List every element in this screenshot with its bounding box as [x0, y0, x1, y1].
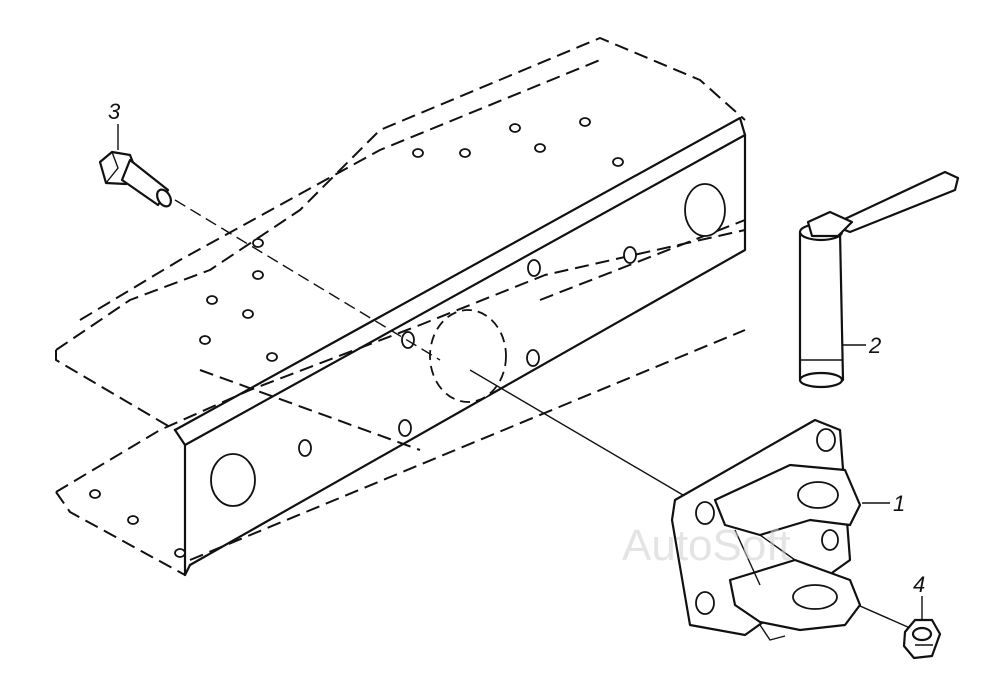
frame-bolt-holes [89, 117, 637, 558]
callouts: 3 2 1 4 [108, 99, 925, 620]
callout-bolt: 3 [108, 99, 121, 124]
callout-pin: 2 [868, 333, 881, 358]
frame-opening-right [684, 183, 726, 237]
frame-opening-left [210, 453, 256, 507]
callout-hook: 1 [893, 491, 905, 516]
callout-nut: 4 [913, 572, 925, 597]
frame-opening-center [429, 309, 507, 403]
nut-part [902, 618, 942, 660]
frame-crossmember [55, 37, 747, 577]
pin-body-icon [798, 230, 845, 382]
pin-handle-icon [830, 170, 960, 234]
towing-hook-part [670, 418, 862, 641]
pin-part [798, 170, 960, 389]
watermark-text: AutoSoft [622, 521, 791, 570]
bolt-part [98, 150, 172, 208]
